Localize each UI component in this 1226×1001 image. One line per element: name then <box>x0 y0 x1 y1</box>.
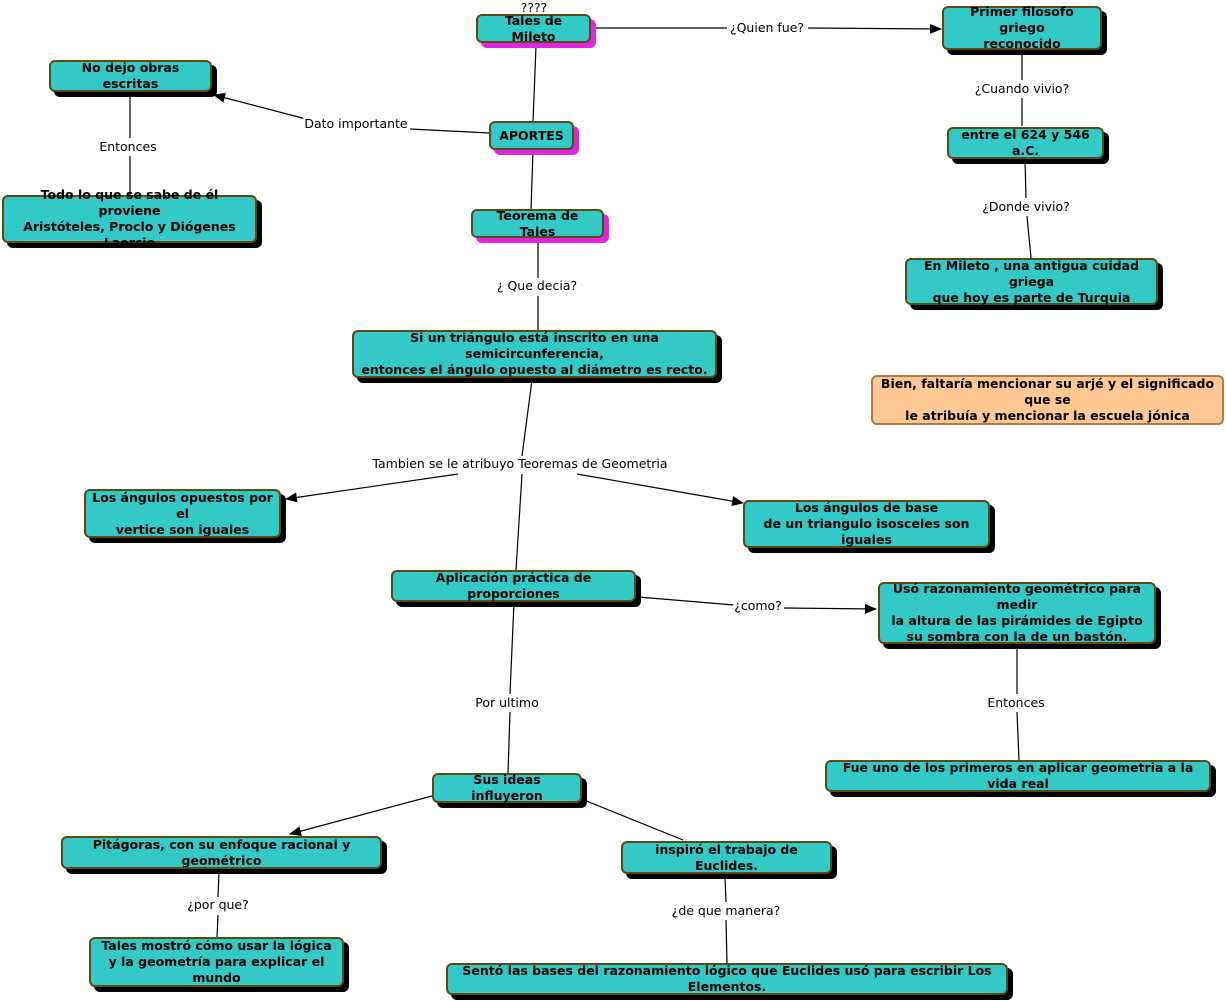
label-tambien: Tambien se le atribuyo Teoremas de Geome… <box>371 456 669 472</box>
link-pitagoras-porque <box>217 870 220 898</box>
link-entonces-primeros <box>1016 711 1020 761</box>
link-porultimo-ideas <box>507 711 511 774</box>
node-piramides[interactable]: Usó razonamiento geométrico para medir l… <box>878 581 1156 644</box>
link-aplicacion-como <box>637 596 735 606</box>
label-de-que-manera: ¿de que manera? <box>670 903 782 919</box>
link-fechas-donde <box>1024 159 1027 199</box>
node-mileto-turquia[interactable]: En Mileto , una antigua cuidad griega qu… <box>905 258 1158 305</box>
link-tambien-opuestos <box>285 473 459 503</box>
node-aportes[interactable]: APORTES <box>489 121 574 150</box>
node-primeros-geometria[interactable]: Fue uno de los primeros en aplicar geome… <box>825 760 1211 792</box>
node-pitagoras[interactable]: Pitágoras, con su enfoque racional y geo… <box>61 836 382 869</box>
node-tales-logica[interactable]: Tales mostró cómo usar la lógica y la ge… <box>89 937 344 987</box>
label-cuando-vivio: ¿Cuando vivio? <box>973 81 1071 97</box>
link-como-piramides <box>783 603 877 614</box>
node-angulos-de-base[interactable]: Los ángulos de base de un triangulo isos… <box>743 500 990 548</box>
node-tales-de-mileto[interactable]: Tales de Mileto <box>476 13 591 44</box>
label-entonces-2: Entonces <box>986 695 1046 711</box>
label-quien-fue: ¿Quien fue? <box>728 20 806 36</box>
node-no-dejo-obras[interactable]: No dejo obras escritas <box>49 60 212 92</box>
link-porque-logica <box>216 914 219 938</box>
node-euclides[interactable]: inspiró el trabajo de Euclides. <box>621 841 832 874</box>
link-semicirc-tambien <box>521 379 533 457</box>
node-primer-filosofo[interactable]: Primer filosofo griego reconocido <box>942 4 1102 51</box>
link-tales-aportes <box>532 45 537 123</box>
link-manera-elementos <box>725 919 728 964</box>
link-aportes-teorema <box>530 149 534 211</box>
label-entonces-1: Entonces <box>98 139 158 155</box>
link-donde-mileto <box>1026 215 1032 259</box>
link-euclides-manera <box>724 875 727 903</box>
label-question-marks: ???? <box>519 0 549 16</box>
node-todo-lo-que-se-sabe[interactable]: Todo lo que se sabe de él proviene Arist… <box>2 187 257 250</box>
node-angulos-opuestos[interactable]: Los ángulos opuestos por el vertice son … <box>84 489 281 538</box>
link-ideas-euclides <box>583 799 684 841</box>
label-dato-importante: Dato importante <box>303 116 409 132</box>
node-semicircunferencia[interactable]: Si un triángulo está inscrito en una sem… <box>352 330 717 378</box>
label-donde-vivio: ¿Donde vivio? <box>981 199 1071 215</box>
node-elementos[interactable]: Sentó las bases del razonamiento lógico … <box>446 963 1008 995</box>
label-por-que: ¿por que? <box>186 897 250 913</box>
label-que-decia: ¿ Que decia? <box>495 278 579 294</box>
node-aplicacion-proporciones[interactable]: Aplicación práctica de proporciones <box>391 570 636 602</box>
link-dato-noobras <box>213 92 311 121</box>
node-teorema-de-tales[interactable]: Teorema de Tales <box>471 208 604 239</box>
link-tambien-base <box>576 473 744 507</box>
node-note-feedback[interactable]: Bien, faltaría mencionar su arjé y el si… <box>871 375 1224 425</box>
node-fechas[interactable]: entre el 624 y 546 a.C. <box>947 127 1104 159</box>
link-aplicacion-porultimo <box>509 601 515 695</box>
label-como: ¿como? <box>733 598 783 614</box>
link-tambien-aplicacion <box>515 473 523 571</box>
link-aportes-dato <box>409 128 490 134</box>
link-ideas-pitagoras <box>289 795 433 836</box>
label-por-ultimo: Por ultimo <box>474 695 540 711</box>
link-quien-filosofo <box>807 23 942 34</box>
node-sus-ideas-influyeron[interactable]: Sus ideas influyeron <box>432 772 582 803</box>
